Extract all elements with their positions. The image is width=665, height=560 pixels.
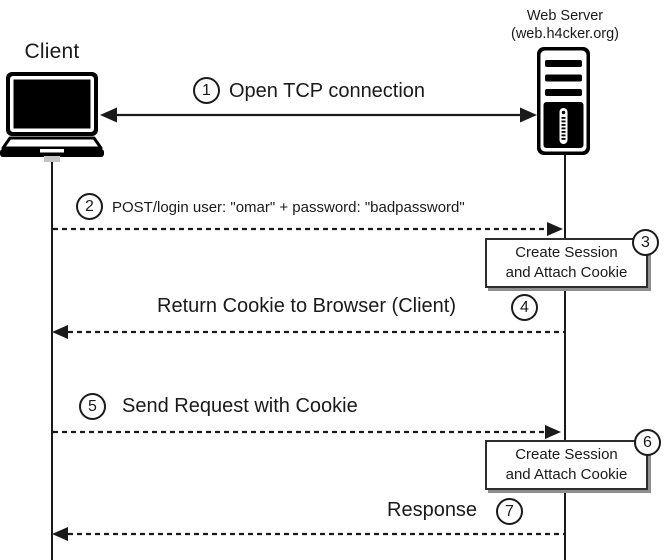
arrow-2-post-login	[53, 222, 563, 236]
arrow-4-return-cookie	[52, 325, 565, 339]
step-7-label: Response	[387, 499, 478, 521]
laptop-icon	[0, 72, 104, 162]
step-7-badge: 7	[496, 498, 523, 525]
arrow-1-open-tcp	[100, 107, 537, 123]
arrow-5-send-request	[53, 425, 561, 439]
step-5-label: Send Request with Cookie	[122, 395, 358, 417]
step-5-number: 5	[88, 398, 97, 415]
step-7-number: 7	[505, 503, 514, 520]
step-2-label: POST/login user: "omar" + password: "bad…	[112, 199, 465, 216]
create-session-box-1: Create Session and Attach Cookie	[485, 238, 648, 288]
create-session-box-2: Create Session and Attach Cookie	[485, 440, 648, 490]
step-6-badge: 6	[634, 429, 661, 456]
step-4-number: 4	[520, 299, 529, 316]
create-session-box-1-line1: Create Session	[515, 243, 618, 261]
step-4-label: Return Cookie to Browser (Client)	[157, 295, 456, 317]
server-icon	[537, 47, 590, 155]
step-1-badge: 1	[193, 77, 220, 104]
step-5-badge: 5	[79, 393, 106, 420]
step-2-badge: 2	[76, 193, 103, 220]
client-label: Client	[24, 40, 80, 63]
create-session-box-1-line2: and Attach Cookie	[505, 264, 628, 281]
server-name: Web Server	[526, 8, 604, 24]
server-hostname: (web.h4cker.org)	[511, 25, 619, 42]
create-session-box-2-line1: Create Session	[515, 445, 618, 463]
create-session-box-2-line2: and Attach Cookie	[505, 466, 628, 483]
server-label: Web Server (web.h4cker.org)	[490, 8, 640, 43]
step-1-number: 1	[202, 82, 211, 99]
step-3-badge: 3	[632, 229, 659, 256]
step-2-number: 2	[85, 198, 94, 215]
step-4-badge: 4	[511, 294, 538, 321]
step-6-number: 6	[643, 434, 652, 451]
step-3-number: 3	[641, 234, 650, 251]
step-1-label: Open TCP connection	[229, 80, 426, 102]
arrow-7-response	[52, 527, 565, 541]
